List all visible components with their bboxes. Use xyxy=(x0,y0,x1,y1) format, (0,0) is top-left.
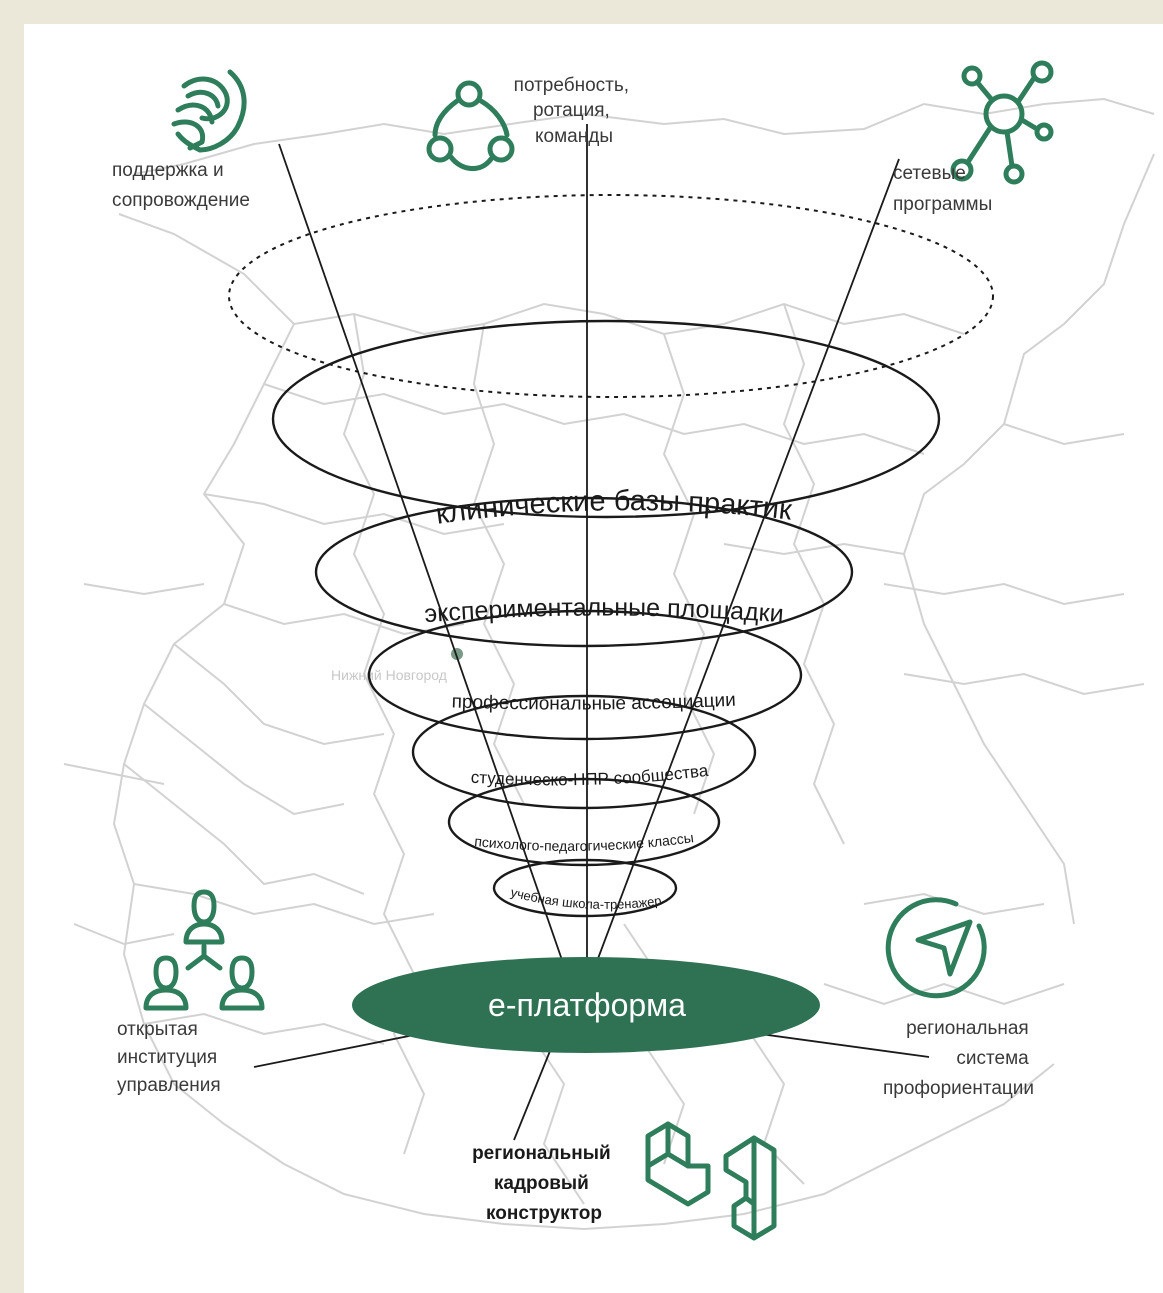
ring-label-4: студенческо-НПР сообщества xyxy=(470,761,709,790)
constructor-label: региональный кадровый конструктор xyxy=(472,1143,616,1224)
platform-label: е-платформа xyxy=(488,987,686,1023)
region-map-background xyxy=(63,97,1155,1231)
network-nodes-icon xyxy=(950,60,1054,185)
network-label: сетевые программы xyxy=(893,163,992,215)
funnel-line-right xyxy=(578,158,900,1010)
org-people-icon xyxy=(143,889,265,1011)
ring-label-6: учебная школа-тренажер xyxy=(509,885,662,912)
governance-label: открытая институция управления xyxy=(117,1019,222,1096)
ring-label-3: профессиональные ассоциации xyxy=(451,690,736,715)
funnel-rings xyxy=(228,194,994,918)
support-label: поддержка и сопровождение xyxy=(112,160,250,211)
hand-holding-icon xyxy=(171,69,247,153)
funnel-diagram: Нижний Новгород клинические базы практик… xyxy=(63,60,1155,1241)
career-label: региональная система профориентации xyxy=(883,1018,1034,1099)
demand-label: потребность, ротация, команды xyxy=(514,75,635,147)
ring-2 xyxy=(314,496,854,648)
ring-label-5: психолого-педагогические классы xyxy=(474,829,695,854)
ring-6 xyxy=(492,858,678,918)
city-label: Нижний Новгород xyxy=(331,667,447,683)
building-blocks-icon xyxy=(645,1121,777,1241)
navigation-arrow-icon xyxy=(885,897,987,999)
cycle-icon xyxy=(426,80,515,171)
ring-5 xyxy=(447,777,721,867)
ring-label-1: клинические базы практик xyxy=(434,485,794,531)
ring-dotted-top xyxy=(228,194,994,398)
ring-label-2: экспериментальные площадки xyxy=(423,593,784,628)
ring-3 xyxy=(367,609,803,741)
ring-1 xyxy=(271,319,941,519)
ring-4 xyxy=(411,694,757,810)
diagram-canvas: Нижний Новгород клинические базы практик… xyxy=(24,24,1163,1293)
platform-ellipse xyxy=(352,957,820,1053)
funnel-line-left xyxy=(278,143,580,1010)
